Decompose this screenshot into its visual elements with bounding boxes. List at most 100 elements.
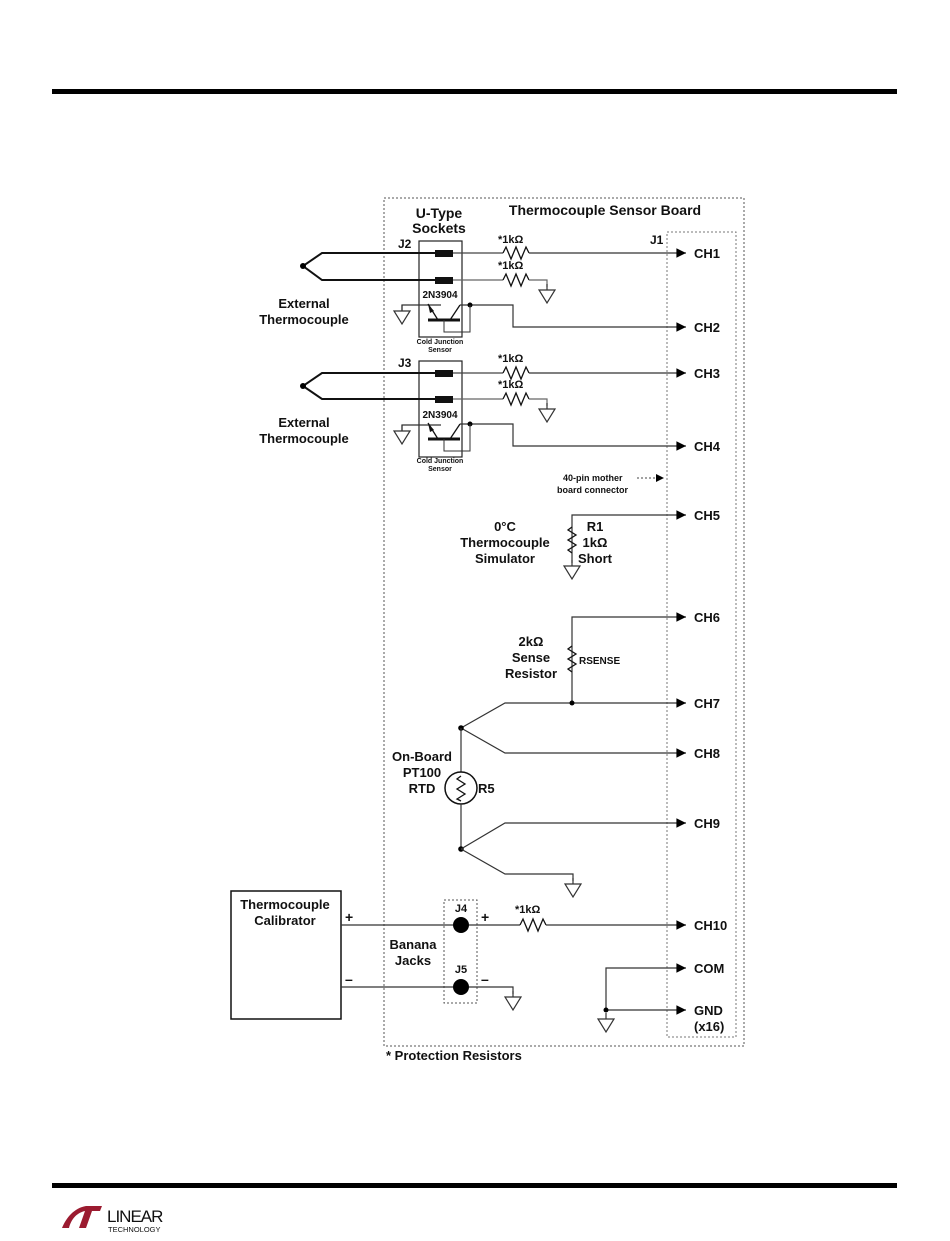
j2-label: J2 bbox=[398, 237, 412, 251]
sense-label-2: Sense bbox=[512, 650, 550, 665]
linear-technology-logo: LINEAR TECHNOLOGY bbox=[62, 1206, 164, 1234]
cj-j3-label-1: Cold Junction bbox=[417, 458, 464, 465]
channel-label: CH7 bbox=[694, 696, 720, 711]
j2-socket-box bbox=[418, 240, 463, 338]
rtd-label-2: PT100 bbox=[403, 765, 441, 780]
ground-icon bbox=[538, 283, 556, 304]
ext-tc-2-label-2: Thermocouple bbox=[259, 431, 349, 446]
channel-label: CH4 bbox=[694, 439, 721, 454]
sense-label-1: 2kΩ bbox=[519, 634, 544, 649]
calibrator-plus: + bbox=[345, 909, 353, 925]
sensor-board-outline bbox=[383, 197, 745, 1047]
transistor-j2-label: 2N3904 bbox=[422, 290, 457, 301]
calibrator-minus: – bbox=[345, 971, 353, 987]
j5-label: J5 bbox=[455, 964, 467, 976]
thermocouple-1-junction bbox=[300, 263, 306, 269]
ext-tc-1-label-2: Thermocouple bbox=[259, 312, 349, 327]
banana-label-2: Jacks bbox=[395, 953, 431, 968]
rtd-label-1: On-Board bbox=[392, 749, 452, 764]
gnd-multiplier: (x16) bbox=[694, 1019, 724, 1034]
banana-jack-j4 bbox=[453, 917, 469, 933]
calibrator-label-1: Thermocouple bbox=[240, 897, 330, 912]
r1-name: R1 bbox=[587, 519, 604, 534]
logo-sub: TECHNOLOGY bbox=[108, 1225, 161, 1234]
banana-jack-j5 bbox=[453, 979, 469, 995]
wire-com bbox=[605, 963, 686, 1010]
cj-j2-label-2: Sensor bbox=[428, 347, 452, 354]
j2-pin-2 bbox=[435, 277, 453, 284]
j3-socket-box bbox=[418, 360, 463, 458]
channel-label: COM bbox=[694, 961, 724, 976]
connector-label-2: board connector bbox=[557, 485, 629, 495]
channel-label: CH3 bbox=[694, 366, 720, 381]
ground-icon bbox=[504, 990, 522, 1011]
channel-label: CH10 bbox=[694, 918, 727, 933]
resistor-ch1 bbox=[502, 245, 530, 261]
resistor-rsense bbox=[566, 645, 578, 673]
channel-label: CH5 bbox=[694, 508, 720, 523]
banana-plus: + bbox=[481, 909, 489, 925]
banana-minus: – bbox=[481, 971, 489, 987]
r1-note: Short bbox=[578, 551, 613, 566]
simulator-label-3: Simulator bbox=[475, 551, 535, 566]
ground-icon bbox=[564, 877, 582, 898]
wire-ch7 bbox=[460, 698, 686, 729]
j1-label: J1 bbox=[650, 233, 664, 247]
resistor-ch10 bbox=[519, 917, 547, 933]
thermocouple-2-wires bbox=[301, 372, 437, 400]
transistor-j3-label: 2N3904 bbox=[422, 410, 457, 421]
cj-j3-label-2: Sensor bbox=[428, 466, 452, 473]
ground-icon bbox=[393, 304, 411, 325]
board-title: Thermocouple Sensor Board bbox=[509, 202, 701, 218]
calibrator-label-2: Calibrator bbox=[254, 913, 315, 928]
channel-label: CH2 bbox=[694, 320, 720, 335]
rtd-label-3: RTD bbox=[409, 781, 436, 796]
resistor-j2-return-label: *1kΩ bbox=[498, 260, 524, 272]
j1-connector-outline bbox=[666, 231, 737, 1038]
j4-label: J4 bbox=[455, 903, 468, 915]
resistor-r1 bbox=[566, 526, 578, 554]
banana-label-1: Banana bbox=[390, 937, 438, 952]
j3-label: J3 bbox=[398, 356, 412, 370]
thermocouple-calibrator-box bbox=[230, 890, 342, 1020]
ext-tc-2-label-1: External bbox=[278, 415, 329, 430]
wire-ch2 bbox=[460, 304, 686, 332]
banana-jacks-outline bbox=[443, 899, 478, 1004]
thermocouple-2-junction bbox=[300, 383, 306, 389]
ground-icon bbox=[597, 1012, 615, 1033]
channel-label: GND bbox=[694, 1003, 723, 1018]
cj-j2-label-1: Cold Junction bbox=[417, 339, 464, 346]
wire-ch9 bbox=[460, 818, 686, 850]
j3-pin-2 bbox=[435, 396, 453, 403]
j2-pin-1 bbox=[435, 250, 453, 257]
channel-label: CH6 bbox=[694, 610, 720, 625]
ground-icon bbox=[393, 424, 411, 445]
sense-label-3: Resistor bbox=[505, 666, 557, 681]
channel-label: CH1 bbox=[694, 246, 720, 261]
connector-label-1: 40-pin mother bbox=[563, 473, 623, 483]
sockets-title-1: U-Type bbox=[416, 205, 463, 221]
resistor-j2-return bbox=[502, 272, 530, 288]
simulator-label-1: 0°C bbox=[494, 519, 516, 534]
lt-logo-mark bbox=[62, 1206, 102, 1228]
channel-label: CH8 bbox=[694, 746, 720, 761]
thermocouple-1-wires bbox=[301, 252, 437, 281]
logo-brand: LINEAR bbox=[107, 1207, 163, 1226]
resistor-ch3 bbox=[502, 365, 530, 381]
rtd-name: R5 bbox=[478, 781, 495, 796]
sockets-title-2: Sockets bbox=[412, 220, 466, 236]
ext-tc-1-label-1: External bbox=[278, 296, 329, 311]
channel-labels: CH1 CH2 CH3 CH4 CH5 CH6 CH7 CH8 CH9 CH10… bbox=[694, 246, 727, 1034]
wire-ch8 bbox=[460, 727, 686, 758]
resistor-ch1-label: *1kΩ bbox=[498, 234, 524, 246]
j3-pin-1 bbox=[435, 370, 453, 377]
wire-ch6 bbox=[571, 612, 686, 702]
resistor-j3-return bbox=[502, 391, 530, 407]
rsense-name: RSENSE bbox=[579, 656, 620, 667]
resistor-ch10-label: *1kΩ bbox=[515, 904, 541, 916]
channel-label: CH9 bbox=[694, 816, 720, 831]
simulator-label-2: Thermocouple bbox=[460, 535, 550, 550]
resistor-j3-return-label: *1kΩ bbox=[498, 379, 524, 391]
wire-ch4 bbox=[460, 423, 686, 451]
